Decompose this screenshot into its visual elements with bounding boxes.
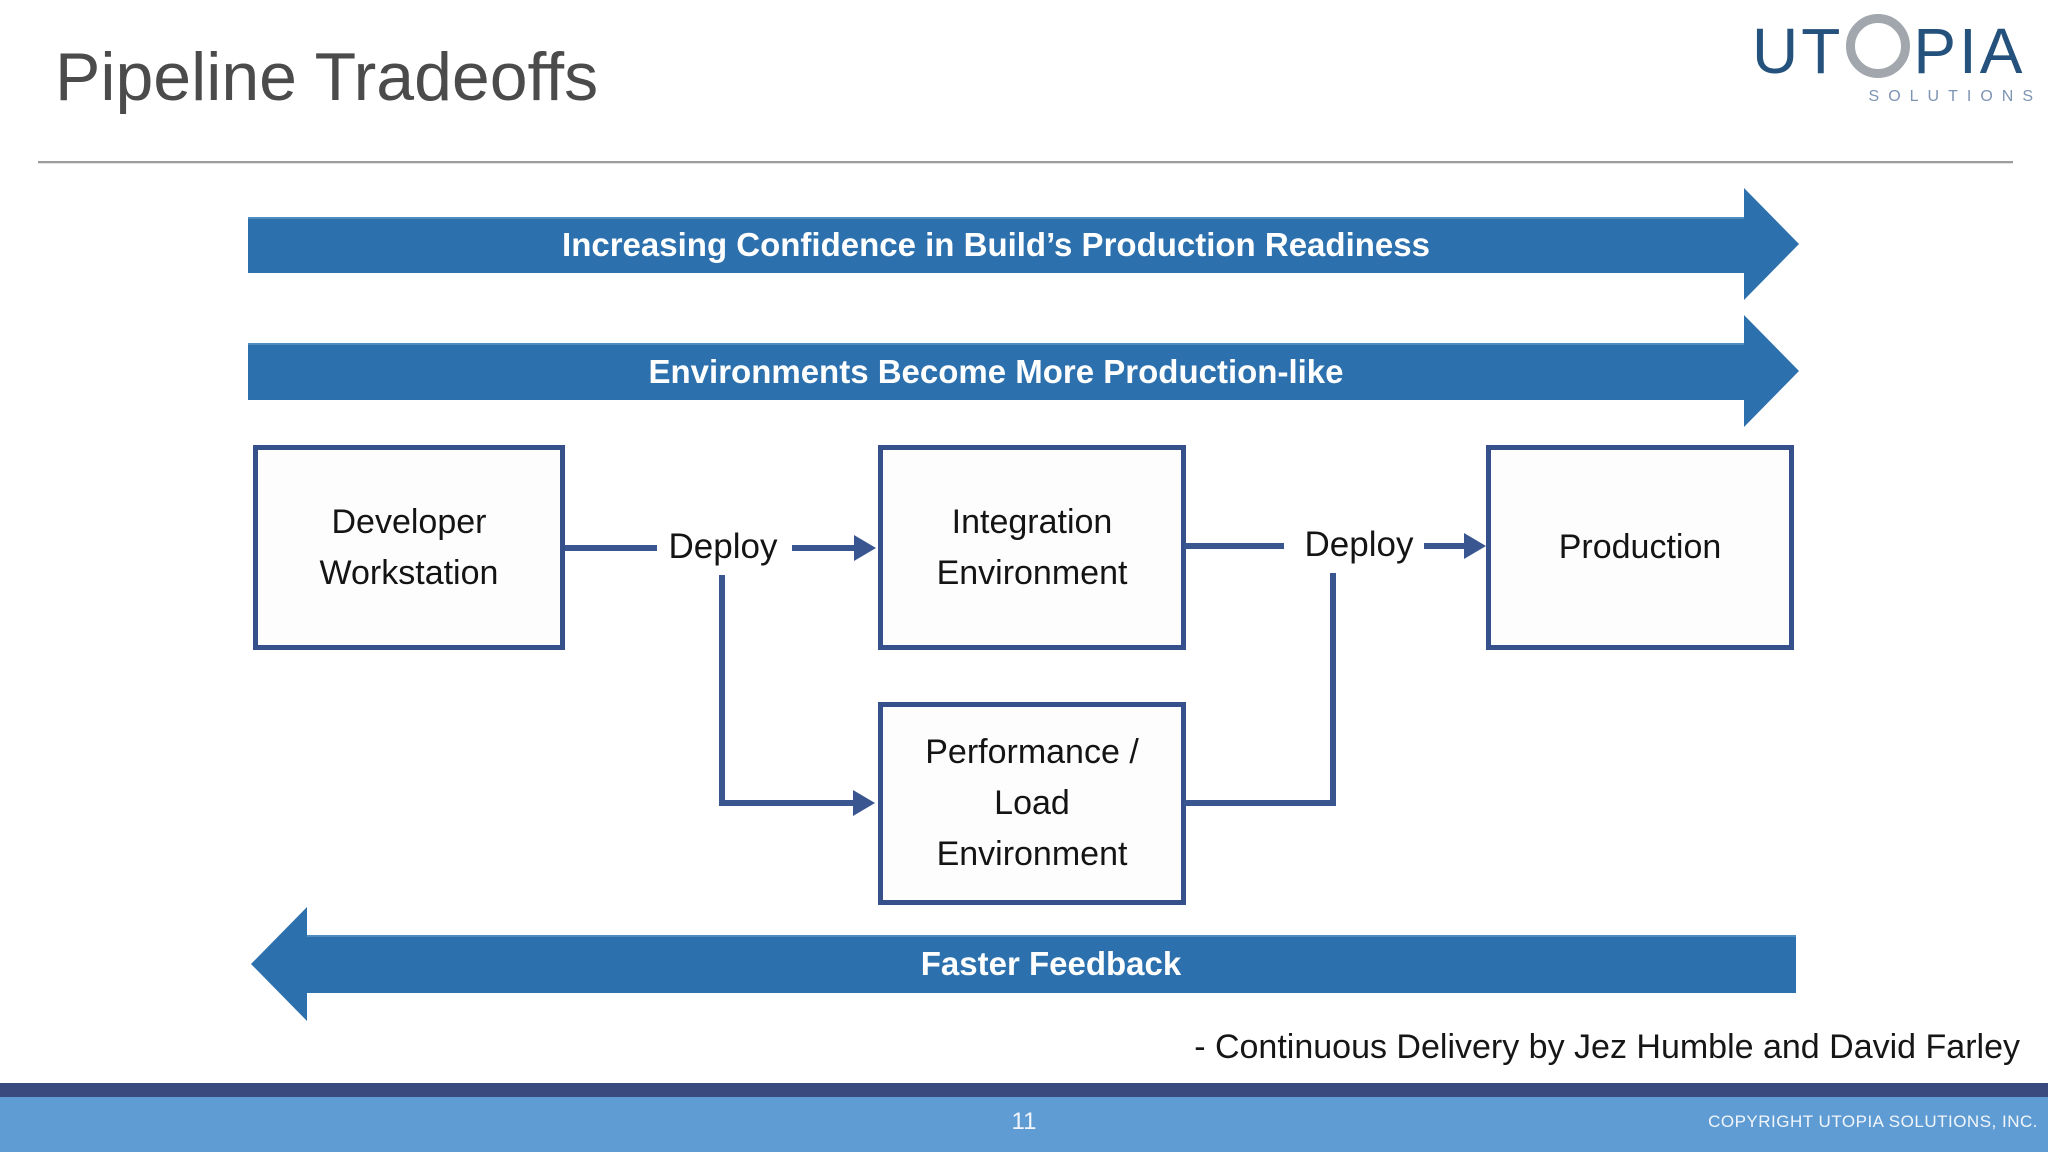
environments-arrow-banner: Environments Become More Production-like xyxy=(248,343,1744,400)
connector-up-to-deploy2 xyxy=(1330,573,1336,806)
integration-environment-box: Integration Environment xyxy=(878,445,1186,650)
connector-deploy2-to-production xyxy=(1424,543,1466,549)
logo-wordmark: UT PIA xyxy=(1752,12,2048,90)
page-title: Pipeline Tradeoffs xyxy=(55,39,599,115)
deploy-label-1: Deploy xyxy=(668,527,778,566)
arrowhead-into-production-icon xyxy=(1464,533,1486,559)
logo-text-ut: UT xyxy=(1752,15,1844,87)
developer-workstation-box: Developer Workstation xyxy=(253,445,565,650)
confidence-arrow-head-icon xyxy=(1744,188,1799,300)
connector-deploy1-to-integration xyxy=(792,545,856,551)
logo-o-icon xyxy=(1846,14,1911,78)
arrowhead-into-performance-icon xyxy=(853,790,875,816)
connector-performance-right xyxy=(1184,800,1336,806)
feedback-arrow-head-icon xyxy=(251,907,307,1021)
production-box: Production xyxy=(1486,445,1794,650)
arrowhead-into-integration-icon xyxy=(854,535,876,561)
connector-deploy1-down xyxy=(719,575,725,806)
feedback-arrow-banner: Faster Feedback xyxy=(306,935,1796,993)
page-number: 11 xyxy=(1011,1108,1037,1135)
utopia-logo: UT PIA SOLUTIONS xyxy=(1752,12,2048,116)
title-divider xyxy=(38,161,2013,164)
logo-subtext: SOLUTIONS xyxy=(1868,88,2042,105)
deploy-label-2: Deploy xyxy=(1304,525,1414,564)
environments-arrow-head-icon xyxy=(1744,315,1799,427)
connector-dev-to-deploy1 xyxy=(565,545,657,551)
copyright-text: COPYRIGHT UTOPIA SOLUTIONS, INC. xyxy=(1708,1112,2038,1131)
attribution-text: - Continuous Delivery by Jez Humble and … xyxy=(1194,1028,2020,1066)
connector-to-performance xyxy=(719,800,855,806)
footer-accent-bar xyxy=(0,1083,2048,1097)
footer-bar xyxy=(0,1097,2048,1152)
performance-load-environment-box: Performance / Load Environment xyxy=(878,702,1186,905)
confidence-arrow-banner: Increasing Confidence in Build’s Product… xyxy=(248,217,1744,273)
logo-text-pia: PIA xyxy=(1913,15,2026,87)
connector-integration-to-deploy2 xyxy=(1184,543,1284,549)
